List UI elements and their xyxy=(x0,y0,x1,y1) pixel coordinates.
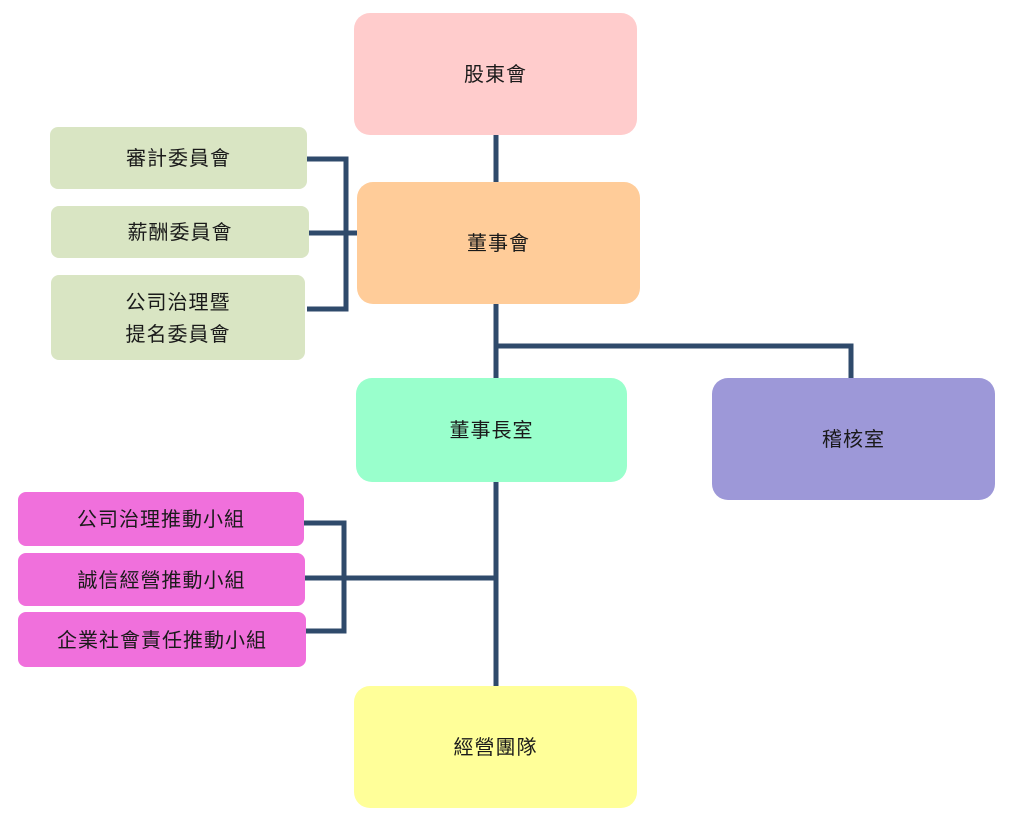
audit-committee-box: 審計委員會 xyxy=(50,127,307,189)
chairman-office-box: 董事長室 xyxy=(356,378,627,482)
audit-office-box: 稽核室 xyxy=(712,378,995,500)
connector-board-audit-office xyxy=(496,343,854,378)
csr-group-label: 企業社會責任推動小組 xyxy=(57,627,267,652)
chairman-office-label: 董事長室 xyxy=(449,418,534,442)
management-team-label: 經營團隊 xyxy=(453,735,538,759)
audit-committee-label: 審計委員會 xyxy=(126,146,231,170)
corporate-governance-group-box: 公司治理推動小組 xyxy=(18,492,304,546)
compensation-committee-label: 薪酬委員會 xyxy=(127,220,233,244)
compensation-committee-box: 薪酬委員會 xyxy=(51,206,309,258)
csr-group-box: 企業社會責任推動小組 xyxy=(18,612,306,667)
management-team-box: 經營團隊 xyxy=(354,686,637,808)
audit-office-label: 稽核室 xyxy=(822,427,885,451)
corporate-governance-group-label: 公司治理推動小組 xyxy=(77,507,245,531)
shareholders-meeting-label: 股東會 xyxy=(464,62,527,86)
board-of-directors-box: 董事會 xyxy=(357,182,640,304)
board-of-directors-label: 董事會 xyxy=(467,231,530,255)
shareholders-meeting-box: 股東會 xyxy=(354,13,637,135)
integrity-management-group-box: 誠信經營推動小組 xyxy=(18,553,305,606)
governance-nomination-committee-label: 公司治理暨 提名委員會 xyxy=(125,289,231,346)
integrity-management-group-label: 誠信經營推動小組 xyxy=(77,567,246,592)
governance-nomination-committee-box: 公司治理暨 提名委員會 xyxy=(51,275,305,360)
